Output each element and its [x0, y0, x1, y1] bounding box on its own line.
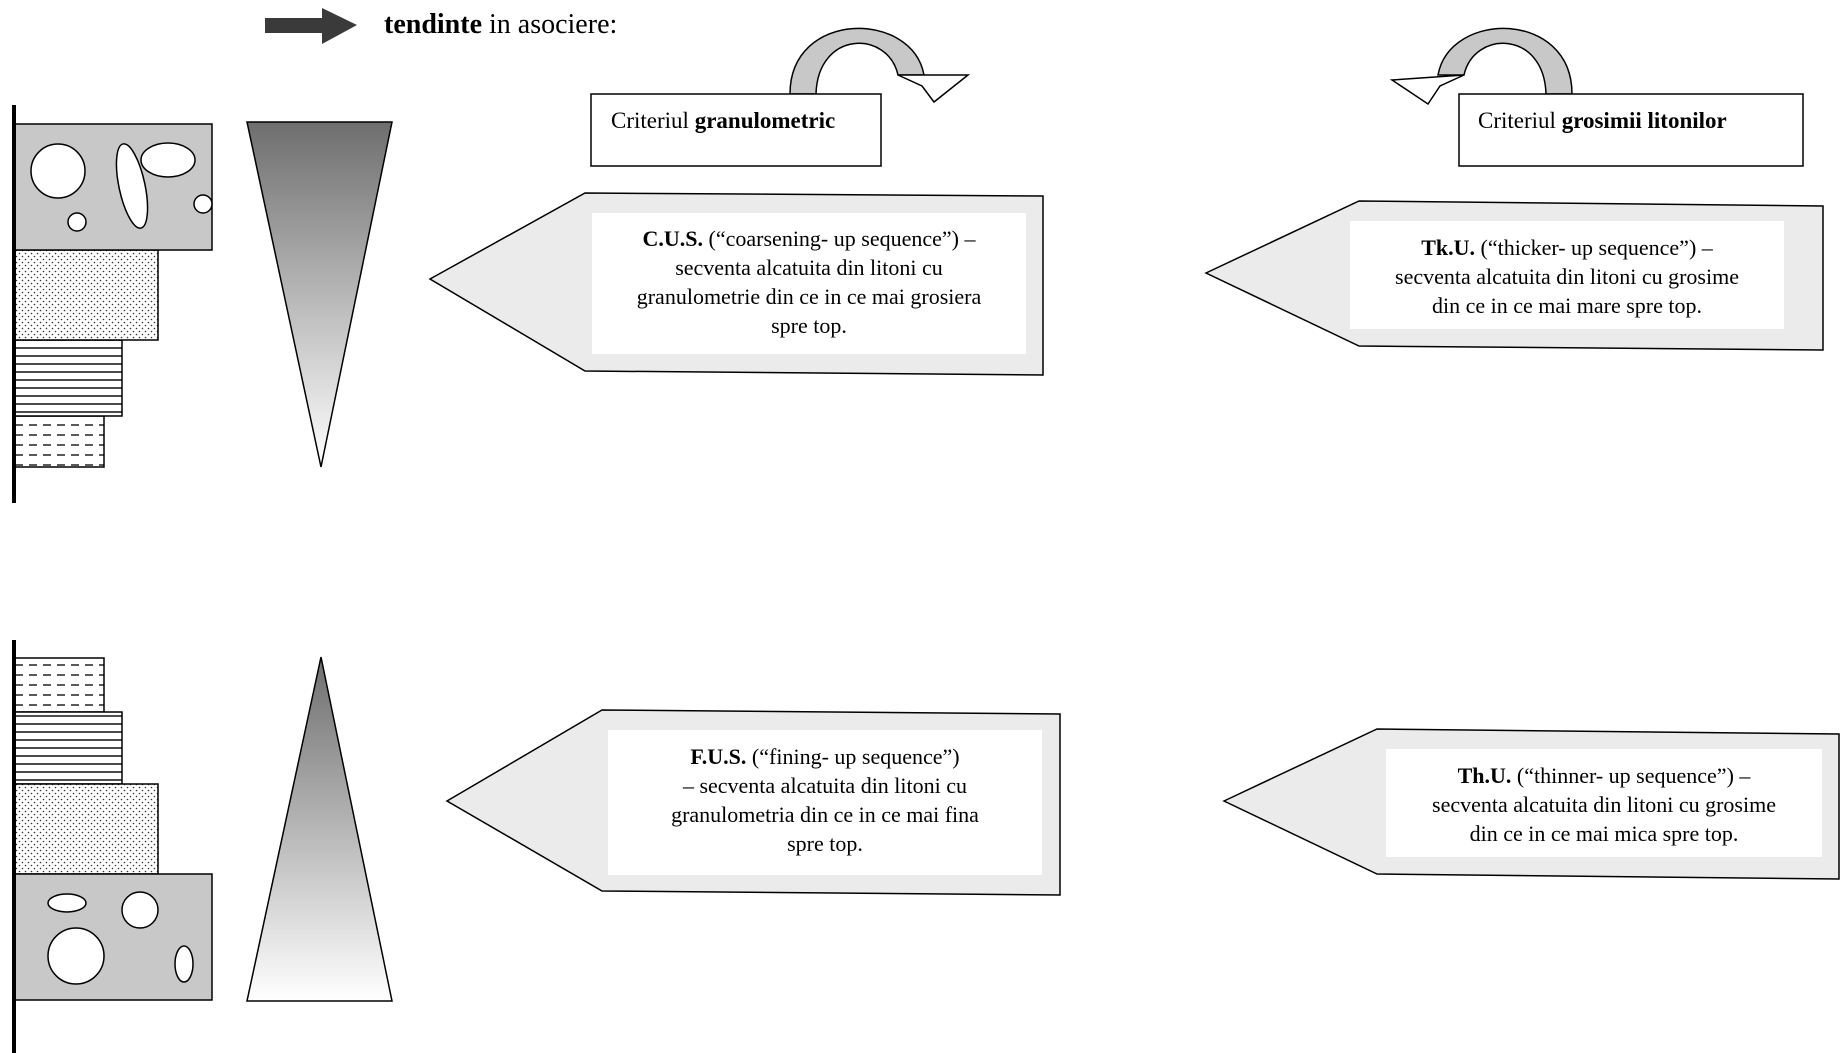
- pointer-thu-label-bg: [1386, 749, 1822, 857]
- clast: [30, 143, 86, 199]
- cus-line2: secventa alcatuita din litoni cu: [675, 255, 943, 280]
- fus-line1-text: (“fining- up sequence”): [746, 744, 959, 769]
- curved-arrow-right-icon: [789, 27, 971, 104]
- silt-layer: [13, 339, 123, 417]
- cus-line1-text: (“coarsening- up sequence”) –: [703, 226, 976, 251]
- sand-layer: [13, 783, 159, 875]
- thu-line3: din ce in ce mai mica spre top.: [1470, 821, 1739, 846]
- curved-arrow-left-icon: [1389, 27, 1573, 106]
- fus-line2: – secventa alcatuita din litoni cu: [682, 773, 967, 798]
- sand-layer: [13, 249, 159, 341]
- tku-line2: secventa alcatuita din litoni cu grosime: [1395, 264, 1739, 289]
- thu-abbr: Th.U.: [1458, 763, 1512, 788]
- criterion-thickness-label: Criteriul grosimii litonilor: [1478, 108, 1727, 133]
- clast: [47, 893, 87, 913]
- pointer-thu: Th.U. (“thinner- up sequence”) – secvent…: [1222, 728, 1840, 880]
- pointer-cus: C.U.S. (“coarsening- up sequence”) – sec…: [428, 192, 1044, 376]
- criterion-thickness-bold: grosimii litonilor: [1562, 108, 1727, 133]
- column-coarsening-up: [12, 105, 213, 503]
- tku-line3: din ce in ce mai mare spre top.: [1432, 293, 1702, 318]
- pointer-fus-label-bg: [608, 730, 1042, 875]
- clast: [47, 927, 105, 985]
- pointer-tku-label-bg: [1350, 221, 1784, 329]
- cus-line1: C.U.S. (“coarsening- up sequence”) –: [643, 226, 977, 251]
- criterion-thickness-prefix: Criteriul: [1478, 108, 1562, 133]
- wedge-coarsening-up: [246, 121, 393, 468]
- column-fining-up: [12, 640, 213, 1053]
- silt-layer: [13, 711, 123, 785]
- clast: [174, 945, 194, 983]
- fus-abbr: F.U.S.: [690, 744, 746, 769]
- clast: [193, 194, 213, 214]
- criterion-granulometric-prefix: Criteriul: [611, 108, 695, 133]
- right-arrow-icon: [265, 8, 357, 44]
- cus-line4: spre top.: [771, 313, 847, 338]
- mud-layer: [13, 415, 105, 468]
- header-rest: in asociere:: [482, 9, 617, 40]
- criterion-granulometric-box: Criteriul granulometric: [590, 93, 882, 167]
- criterion-granulometric-label: Criteriul granulometric: [611, 108, 835, 133]
- clast: [121, 891, 159, 929]
- wedge-fining-up: [246, 656, 393, 1002]
- tku-abbr: Tk.U.: [1421, 235, 1475, 260]
- clast: [67, 212, 87, 232]
- fus-line3: granulometria din ce in ce mai fina: [671, 802, 979, 827]
- criterion-granulometric-bold: granulometric: [695, 108, 836, 133]
- fus-line1: F.U.S. (“fining- up sequence”): [690, 744, 959, 769]
- fus-line4: spre top.: [787, 831, 863, 856]
- clast: [115, 143, 149, 229]
- mud-layer: [13, 657, 105, 713]
- pointer-fus: F.U.S. (“fining- up sequence”) – secvent…: [445, 709, 1061, 896]
- criterion-thickness-box: Criteriul grosimii litonilor: [1458, 93, 1804, 167]
- header-text: tendinte in asociere:: [384, 9, 617, 40]
- pointer-cus-label-bg: [592, 213, 1026, 354]
- thu-line2: secventa alcatuita din litoni cu grosime: [1432, 792, 1776, 817]
- pointer-tku: Tk.U. (“thicker- up sequence”) – secvent…: [1204, 200, 1824, 351]
- cus-abbr: C.U.S.: [643, 226, 704, 251]
- cus-line3: granulometrie din ce in ce mai grosiera: [637, 284, 982, 309]
- thu-line1-text: (“thinner- up sequence”) –: [1511, 763, 1751, 788]
- tku-line1: Tk.U. (“thicker- up sequence”) –: [1421, 235, 1714, 260]
- thu-line1: Th.U. (“thinner- up sequence”) –: [1458, 763, 1752, 788]
- header-bold: tendinte: [384, 9, 482, 40]
- clast: [140, 142, 196, 178]
- tku-line1-text: (“thicker- up sequence”) –: [1475, 235, 1714, 260]
